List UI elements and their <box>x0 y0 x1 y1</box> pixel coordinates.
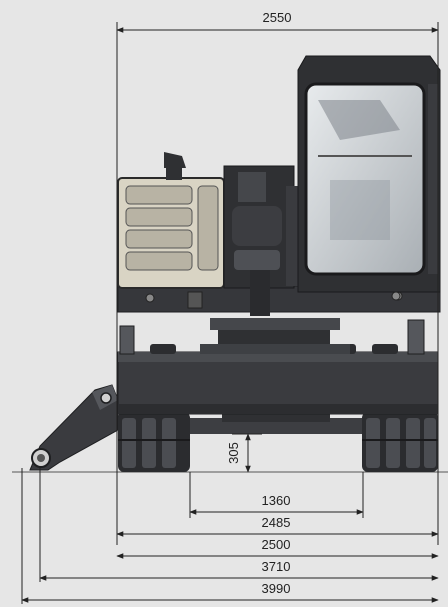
boom-center <box>223 165 298 316</box>
engine-radiator-panel <box>117 177 225 309</box>
excavator-machine <box>29 55 441 472</box>
label-outrigger-width: 3710 <box>262 559 291 574</box>
operator-cab <box>297 55 441 301</box>
right-track <box>362 412 438 472</box>
carbody-frame <box>117 319 439 415</box>
label-overall-width: 2550 <box>263 10 292 25</box>
dimension-lines <box>21 22 439 604</box>
label-outrigger-max-width: 3990 <box>262 581 291 596</box>
label-undercarriage-width: 2500 <box>262 537 291 552</box>
exhaust-stack <box>164 152 186 180</box>
outrigger-arm <box>29 384 119 471</box>
swing-bearing <box>200 318 350 354</box>
label-track-width: 2485 <box>262 515 291 530</box>
label-track-gauge: 1360 <box>262 493 291 508</box>
dimension-labels: 2550 305 1360 2485 2500 3710 3990 <box>226 10 291 596</box>
label-ground-clearance: 305 <box>226 442 241 464</box>
left-track <box>118 412 190 472</box>
